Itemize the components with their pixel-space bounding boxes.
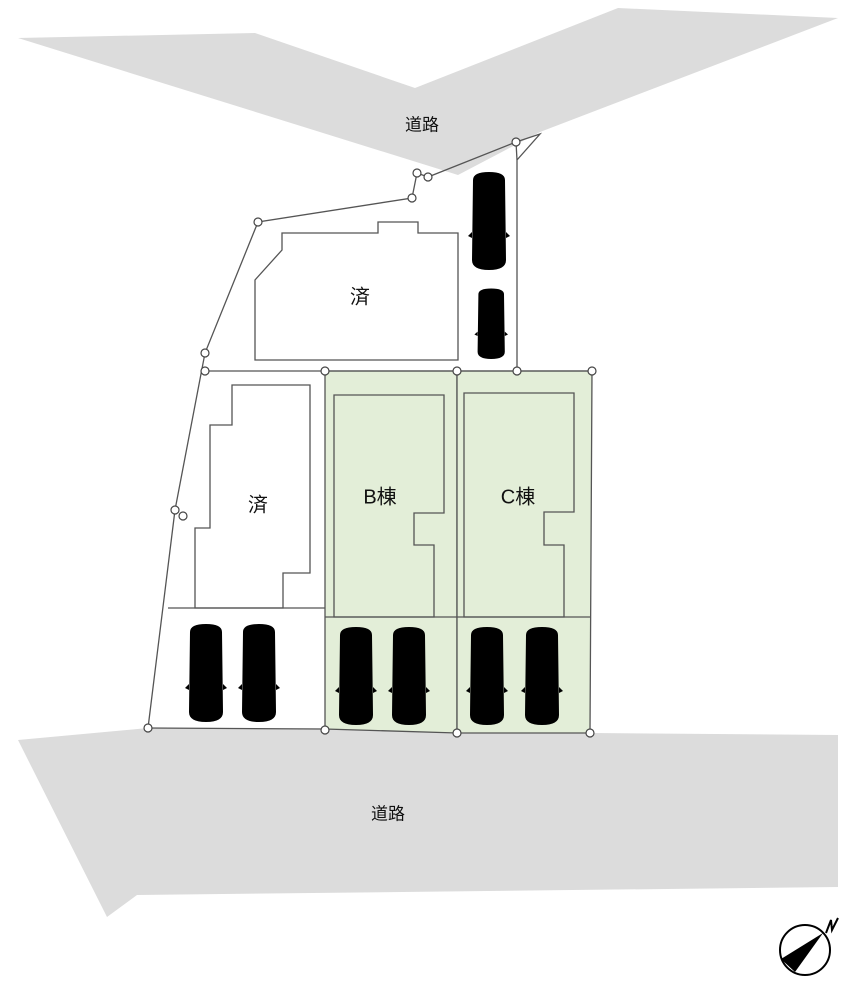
lot-label-sold-top: 済 xyxy=(350,285,370,308)
building-c[interactable] xyxy=(463,392,575,618)
car-icon xyxy=(474,288,508,359)
top-road-label: 道路 xyxy=(405,115,439,134)
car-icon xyxy=(466,627,508,725)
car-icon xyxy=(388,627,430,725)
car-icon xyxy=(238,624,280,722)
lot-label-b: B棟 xyxy=(363,485,396,508)
building-b[interactable] xyxy=(333,394,445,618)
building-sold-left[interactable] xyxy=(194,384,311,609)
boundary-line xyxy=(147,727,326,730)
bottom-road xyxy=(18,728,838,917)
top-road xyxy=(18,8,838,175)
car-icon xyxy=(521,627,563,725)
boundary-markers xyxy=(143,137,597,738)
north-arrow-icon xyxy=(779,917,839,976)
car-icon xyxy=(185,624,227,722)
lot-label-c: C棟 xyxy=(501,485,535,508)
building-sold-top[interactable] xyxy=(254,221,459,361)
car-icon xyxy=(468,172,510,270)
lot-label-sold-left: 済 xyxy=(248,493,268,516)
car-icon xyxy=(335,627,377,725)
bottom-road-label: 道路 xyxy=(371,804,405,823)
